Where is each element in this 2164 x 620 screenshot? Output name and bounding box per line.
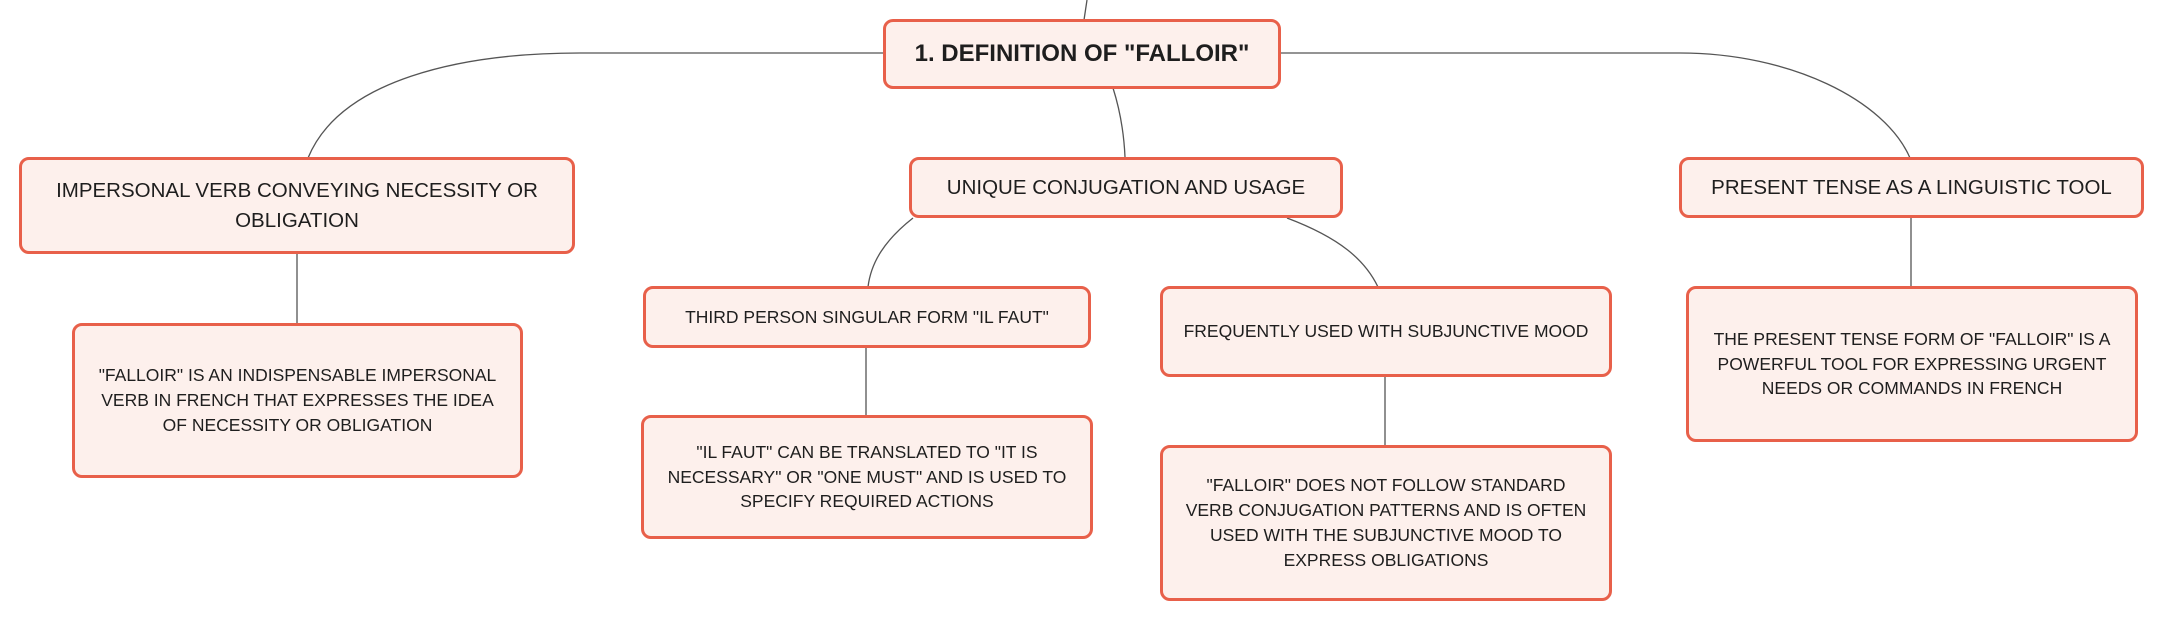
root-node-label: 1. DEFINITION OF "FALLOIR" xyxy=(914,39,1250,67)
leaf-node-present-tense-detail[interactable]: THE PRESENT TENSE FORM OF "FALLOIR" IS A… xyxy=(1686,286,2138,442)
sub-node-label: FREQUENTLY USED WITH SUBJUNCTIVE MOOD xyxy=(1183,321,1589,342)
sub-node-il-faut[interactable]: THIRD PERSON SINGULAR FORM "IL FAUT" xyxy=(643,286,1091,348)
leaf-node-label: "IL FAUT" CAN BE TRANSLATED TO "IT IS NE… xyxy=(667,441,1067,512)
branch-node-label: PRESENT TENSE AS A LINGUISTIC TOOL xyxy=(1711,175,2112,199)
connector-branch-2-to-sub-2 xyxy=(1286,217,1379,288)
sub-node-label: THIRD PERSON SINGULAR FORM "IL FAUT" xyxy=(685,306,1049,327)
branch-node-label: UNIQUE CONJUGATION AND USAGE xyxy=(946,175,1306,199)
sub-node-subjunctive-mood[interactable]: FREQUENTLY USED WITH SUBJUNCTIVE MOOD xyxy=(1160,286,1612,377)
leaf-node-label: "FALLOIR" DOES NOT FOLLOW STANDARD VERB … xyxy=(1185,475,1587,570)
leaf-node-subjunctive-detail[interactable]: "FALLOIR" DOES NOT FOLLOW STANDARD VERB … xyxy=(1160,445,1612,601)
leaf-node-label: "FALLOIR" IS AN INDISPENSABLE IMPERSONAL… xyxy=(98,365,497,435)
branch-node-impersonal-verb[interactable]: IMPERSONAL VERB CONVEYING NECESSITY OR O… xyxy=(19,157,575,254)
connector-root-to-branch-2 xyxy=(1112,87,1126,158)
root-node[interactable]: 1. DEFINITION OF "FALLOIR" xyxy=(883,19,1281,89)
connector-root-to-branch-1 xyxy=(307,52,884,159)
leaf-node-impersonal-verb-detail[interactable]: "FALLOIR" IS AN INDISPENSABLE IMPERSONAL… xyxy=(72,323,523,478)
leaf-node-label: THE PRESENT TENSE FORM OF "FALLOIR" IS A… xyxy=(1713,328,2111,399)
connector-parent-to-root xyxy=(1083,0,1088,21)
branch-node-unique-conjugation[interactable]: UNIQUE CONJUGATION AND USAGE xyxy=(909,157,1343,218)
branch-node-label: IMPERSONAL VERB CONVEYING NECESSITY OR O… xyxy=(56,179,538,232)
leaf-node-il-faut-translation[interactable]: "IL FAUT" CAN BE TRANSLATED TO "IT IS NE… xyxy=(641,415,1093,539)
connector-root-to-branch-3 xyxy=(1280,52,1911,159)
connector-branch-2-to-sub-1 xyxy=(867,217,914,288)
branch-node-present-tense[interactable]: PRESENT TENSE AS A LINGUISTIC TOOL xyxy=(1679,157,2144,218)
